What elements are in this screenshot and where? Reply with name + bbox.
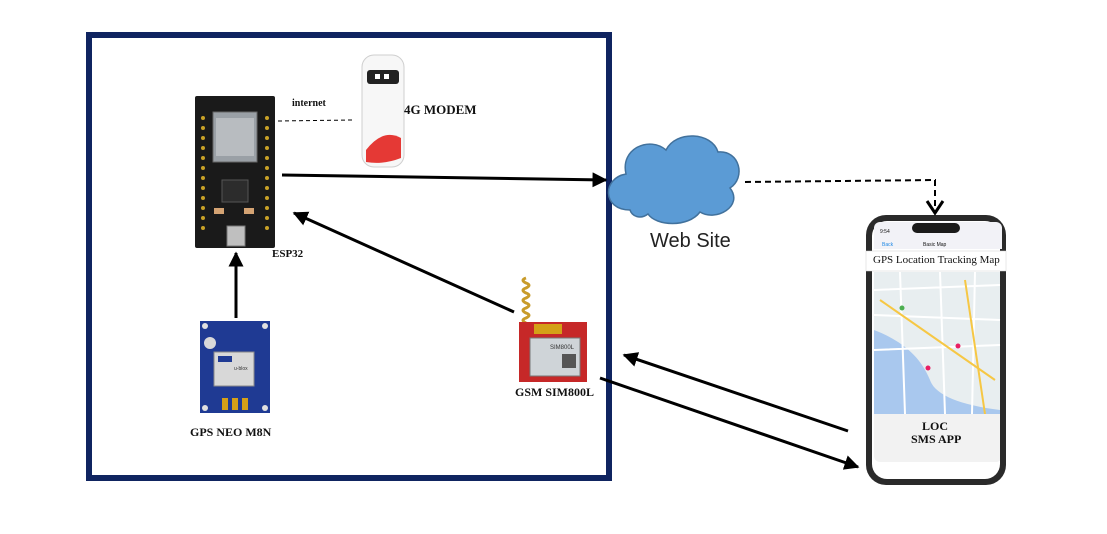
internet-label: internet — [292, 98, 326, 109]
phone-nav-title: Basic Map — [923, 242, 947, 248]
arrow-website-to-phone — [744, 178, 936, 212]
phone-time: 9:54 — [880, 229, 890, 235]
arrow-esp32-to-website — [281, 172, 608, 188]
arrow-website-to-phone-head — [925, 200, 945, 216]
modem-label: 4G MODEM — [404, 102, 477, 117]
gps-label: GPS NEO M8N — [190, 425, 272, 439]
modem-device — [361, 54, 405, 168]
app-name-line2: SMS APP — [911, 432, 962, 446]
arrow-gsm-to-phone — [599, 376, 860, 470]
map-title-bar — [865, 250, 1007, 272]
website-label: Web Site — [650, 230, 731, 252]
esp32-board — [195, 96, 275, 248]
phone-back[interactable]: Back — [882, 242, 894, 248]
gsm-label: GSM SIM800L — [515, 385, 595, 399]
gsm-module: SIM800L — [519, 276, 587, 382]
device-enclosure-frame — [86, 32, 612, 481]
smartphone: 9:54 Back Basic Map — [866, 215, 1006, 485]
esp32-label: ESP32 — [272, 248, 304, 260]
arrow-phone-to-gsm — [622, 352, 849, 433]
gsm-chip-text: SIM800L — [550, 345, 575, 351]
gps-module: u-blox — [200, 321, 270, 413]
arrow-gsm-to-esp32 — [292, 211, 515, 314]
internet-link-dashed — [277, 119, 353, 122]
app-name-line1: LOC — [922, 419, 949, 433]
gps-chip-text: u-blox — [234, 366, 248, 372]
map-title: GPS Location Tracking Map — [873, 254, 1000, 266]
website-cloud — [607, 135, 740, 225]
